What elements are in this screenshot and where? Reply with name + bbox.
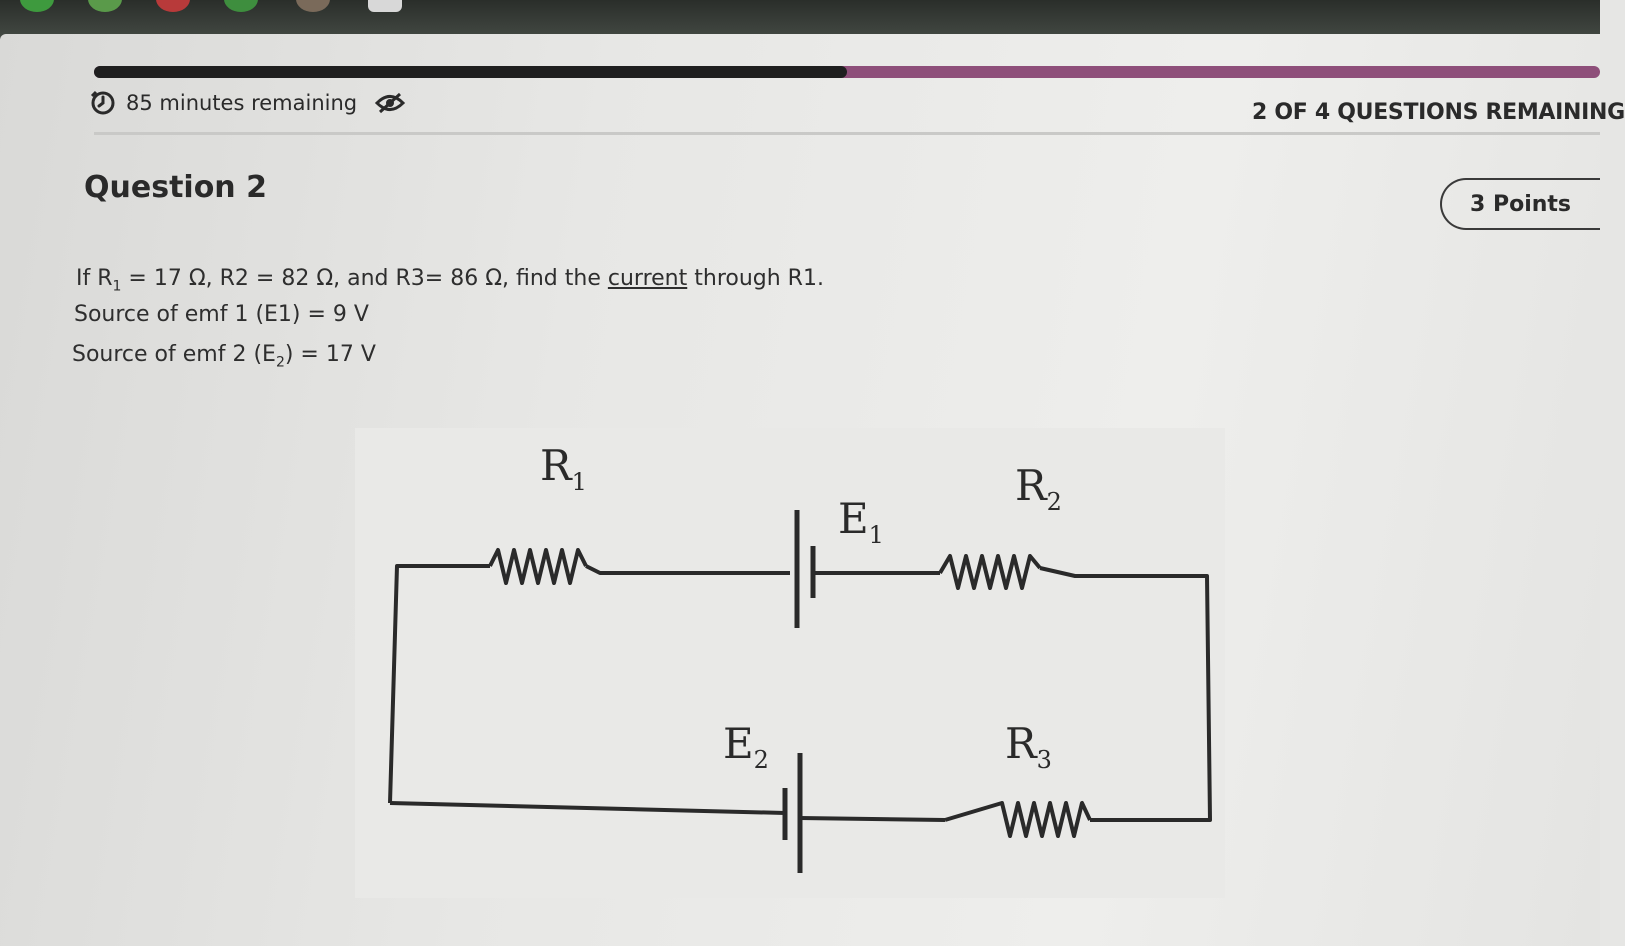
timer: 85 minutes remaining (90, 88, 406, 118)
wire (799, 816, 946, 822)
current-link[interactable]: current (607, 266, 688, 291)
taskbar-app-icon[interactable] (156, 0, 190, 12)
questions-remaining: 2 OF 4 QUESTIONS REMAINING (1252, 100, 1625, 125)
emf1-text: Source of emf 1 (E1) = 9 V (74, 302, 369, 327)
points-badge: 3 Points (1440, 178, 1600, 230)
progress-bar-fill (94, 66, 847, 78)
question-title: Question 2 (84, 170, 267, 205)
label-r2: R2 (1015, 461, 1062, 516)
label-r1: R1 (540, 441, 587, 496)
circuit-diagram: R1 E1 R2 E2 R3 (355, 428, 1225, 898)
question-text: If R1 = 17 Ω, R2 = 82 Ω, and R3= 86 Ω, f… (76, 266, 824, 295)
resistor-r3 (944, 801, 1092, 838)
wire (389, 801, 786, 815)
label-e1: E1 (838, 494, 884, 549)
timer-text: 85 minutes remaining (126, 91, 358, 115)
taskbar-app-icon[interactable] (296, 0, 330, 12)
taskbar-app-icon[interactable] (224, 0, 258, 12)
label-e2: E2 (723, 719, 769, 774)
wire (1039, 566, 1212, 822)
progress-bar (94, 66, 1600, 78)
taskbar-app-icon[interactable] (20, 0, 54, 12)
wire (585, 564, 790, 575)
resistor-r1 (488, 548, 588, 585)
diagram-background (355, 428, 1225, 898)
resistor-r2 (938, 554, 1042, 590)
timer-icon (90, 90, 115, 115)
wire (388, 564, 490, 804)
label-r3: R3 (1005, 719, 1052, 774)
taskbar-app-icon[interactable] (88, 0, 122, 12)
header-divider (94, 132, 1600, 135)
taskbar (0, 0, 1600, 40)
emf2-text: Source of emf 2 (E2) = 17 V (72, 342, 376, 371)
hide-timer-icon[interactable] (375, 92, 406, 114)
taskbar-app-icon[interactable] (368, 0, 402, 12)
